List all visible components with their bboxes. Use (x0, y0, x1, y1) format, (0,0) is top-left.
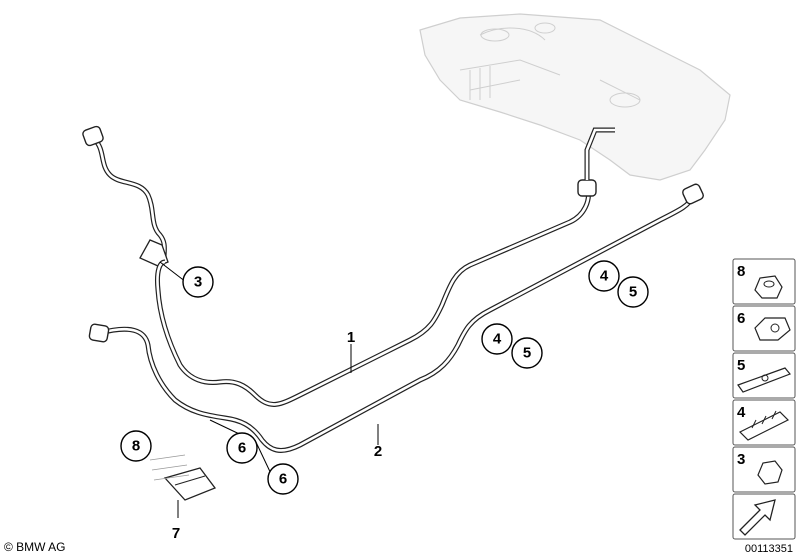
hose-end-cap-icon (88, 323, 110, 343)
callout-4: 4 (588, 260, 620, 292)
callout-3-label: 3 (194, 274, 202, 291)
legend-item-5: 5 (732, 352, 796, 399)
legend-item-6-label: 6 (737, 310, 745, 327)
hose-end-cap-icon (82, 125, 104, 147)
part-label-7: 7 (172, 525, 180, 542)
pipe-end-cap-icon (682, 183, 704, 205)
callout-6: 6 (226, 432, 258, 464)
callout-5: 5 (511, 337, 543, 369)
legend-item-3-label: 3 (737, 451, 745, 468)
callout-6-label: 6 (279, 471, 287, 488)
callout-5-label: 5 (523, 345, 531, 362)
legend-item-5-label: 5 (737, 357, 745, 374)
copyright-text: © BMW AG (4, 540, 66, 554)
callout-4-label: 4 (600, 268, 609, 285)
callout-5-label: 5 (629, 284, 637, 301)
bracket-part-7 (149, 454, 217, 501)
fuel-line-2 (88, 183, 704, 453)
arrow-icon (739, 499, 776, 536)
callout-4: 4 (481, 323, 513, 355)
pipe-clip-icon (738, 411, 790, 441)
legend-item-8-label: 8 (737, 263, 745, 280)
legend-item-4-label: 4 (737, 404, 746, 421)
callout-3: 3 (182, 266, 214, 298)
hose-assembly-upper (82, 125, 169, 267)
line-label-2: 2 (374, 443, 382, 460)
holder-strip-icon (737, 367, 791, 393)
fuel-tank-graphic (419, 13, 731, 181)
legend-item-4: 4 (732, 399, 796, 446)
fuel-line-1 (155, 127, 615, 407)
grommet-icon (757, 460, 783, 485)
document-id: 00113351 (744, 543, 793, 555)
legend-item-8: 8 (732, 258, 796, 305)
legend-item-arrow (732, 493, 796, 540)
parts-legend: 8 6 5 4 3 (732, 258, 796, 540)
callout-8-label: 8 (132, 438, 140, 455)
clip-icon (754, 317, 791, 341)
bracket-icon (139, 239, 169, 267)
legend-item-3: 3 (732, 446, 796, 493)
line-label-1: 1 (347, 329, 355, 346)
pipe-end-cap-icon (577, 179, 597, 197)
callout-5: 5 (617, 276, 649, 308)
callout-4-label: 4 (493, 331, 502, 348)
callout-8: 8 (120, 430, 152, 462)
legend-item-6: 6 (732, 305, 796, 352)
callout-6-label: 6 (238, 440, 246, 457)
callout-6: 6 (267, 463, 299, 495)
